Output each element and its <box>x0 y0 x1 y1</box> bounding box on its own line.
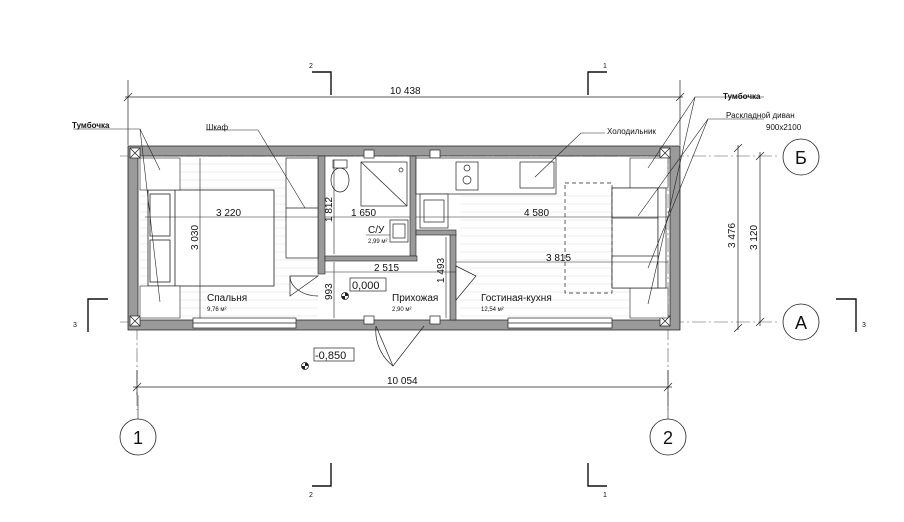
corner-posts <box>129 147 671 327</box>
section-2-top: 2 <box>309 63 313 70</box>
dim-total-bottom: 10 054 <box>387 376 418 387</box>
room-bedroom-area: 9,76 м² <box>207 307 226 313</box>
interior-walls <box>317 155 457 321</box>
bedroom-door <box>289 275 320 297</box>
label-fridge: Холодильник <box>607 127 656 136</box>
dim-bathroom-depth: 1 812 <box>324 197 335 222</box>
entrance-door <box>375 325 425 367</box>
dim-hall-height-right: 1 493 <box>436 258 447 283</box>
bathroom-fixtures <box>330 159 409 243</box>
axis-marker-b <box>782 138 820 176</box>
section-marks <box>87 71 857 487</box>
section-1-bottom: 1 <box>603 492 607 499</box>
room-bedroom-name: Спальня <box>207 293 247 304</box>
dim-bedroom-width: 3 220 <box>216 208 241 219</box>
room-hall-name: Прихожая <box>392 293 438 304</box>
bed <box>147 189 275 287</box>
living-door <box>455 265 477 301</box>
dimension-total-top <box>123 80 685 145</box>
axis-1-label: 1 <box>133 428 143 448</box>
interior-dimensions <box>145 158 668 318</box>
axis-a-label: А <box>795 313 807 333</box>
dim-height-inner: 3 120 <box>749 225 760 250</box>
section-3-left: 3 <box>73 322 77 329</box>
section-1-top: 1 <box>603 63 607 70</box>
windows <box>192 317 613 329</box>
axis-marker-1 <box>119 395 157 456</box>
section-2-bottom: 2 <box>309 492 313 499</box>
room-hall-area: 2,90 м² <box>392 307 411 313</box>
dim-total-top: 10 438 <box>390 86 421 97</box>
room-bathroom-area: 2,99 м² <box>368 239 387 245</box>
label-wardrobe: Шкаф <box>206 123 228 132</box>
dimension-height-right <box>733 143 765 333</box>
section-3-right: 3 <box>862 322 866 329</box>
wardrobe <box>285 157 319 259</box>
dim-height-outer: 3 476 <box>727 223 738 248</box>
dim-bedroom-depth: 3 030 <box>190 225 201 250</box>
label-sofa-size: 900x2100 <box>766 123 802 132</box>
dim-bathroom-width: 1 650 <box>351 208 376 219</box>
axis-2-label: 2 <box>663 428 673 448</box>
sofa <box>564 182 667 294</box>
room-living-area: 12,54 м² <box>481 307 504 313</box>
dim-living-inner: 3 815 <box>546 253 571 264</box>
axis-marker-a <box>782 303 820 341</box>
level-floor-text: 0,000 <box>352 280 380 292</box>
label-sofa: Раскладной диван <box>726 111 795 120</box>
room-living-name: Гостиная-кухня <box>481 293 552 304</box>
room-bathroom-name: С/У <box>368 225 385 236</box>
dim-living-width: 4 580 <box>524 208 549 219</box>
kitchen <box>415 157 557 229</box>
level-mark-ground <box>301 347 355 370</box>
leader-lines <box>73 96 764 305</box>
axis-b-label: Б <box>795 148 807 168</box>
dimension-total-bottom <box>132 370 673 395</box>
label-nightstand-right: Тумбочка <box>723 92 761 101</box>
level-ground-text: -0,850 <box>315 350 346 362</box>
level-mark-floor <box>341 277 387 300</box>
dim-hall-depth: 993 <box>324 283 335 300</box>
label-nightstand-left: Тумбочка <box>72 121 110 130</box>
axis-marker-2 <box>649 395 687 456</box>
dim-hall-width: 2 515 <box>374 263 399 274</box>
